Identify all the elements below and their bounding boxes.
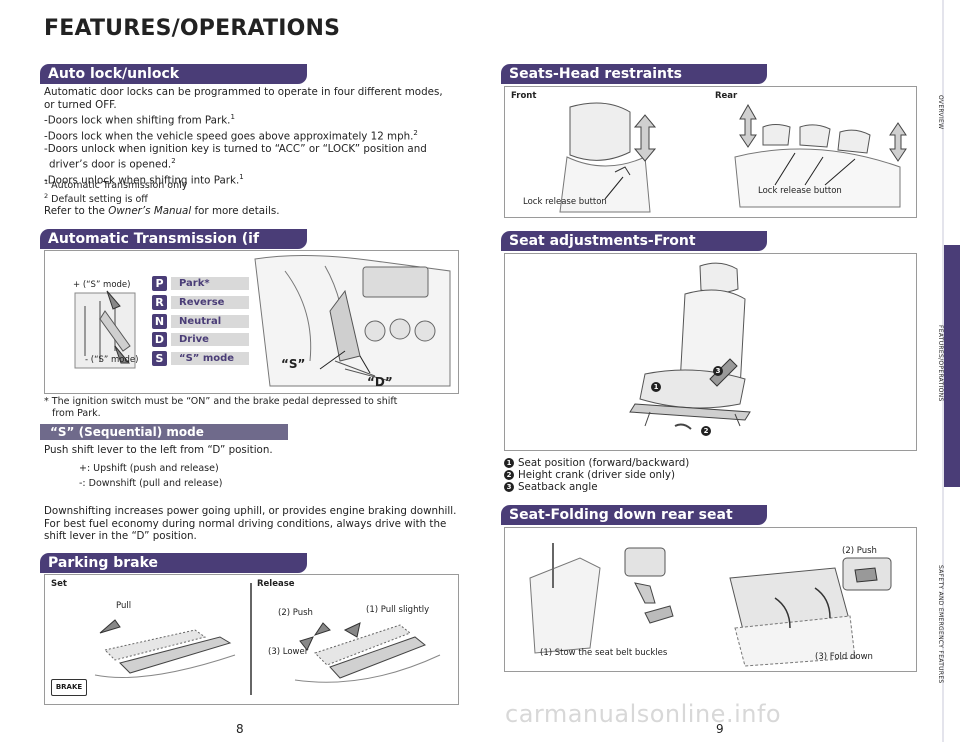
side-tab-features-label: FEATURES/OPERATIONS: [937, 325, 944, 402]
seat-fold-heading: Seat-Folding down rear seat: [501, 505, 767, 525]
side-tab-overview-label: OVERVIEW: [937, 95, 944, 130]
auto-lock-footnotes: 1 Automatic Transmission only 2 Default …: [44, 177, 454, 205]
head-restraints-figure: Front Rear Lock release button Lock rele…: [504, 86, 917, 218]
s-mode-intro: Push shift lever to the left from “D” po…: [44, 444, 273, 456]
gear-shift-illustration: [74, 254, 451, 387]
auto-lock-heading: Auto lock/unlock: [40, 64, 307, 84]
auto-lock-modes: -Doors lock when shifting from Park.1 -D…: [44, 111, 454, 187]
auto-lock-refer: Refer to the Owner’s Manual for more det…: [44, 205, 280, 217]
side-tab-safety[interactable]: [944, 496, 960, 742]
s-mode-upshift: +: Upshift (push and release): [79, 463, 219, 474]
fold-push-label: (2) Push: [842, 546, 877, 556]
head-restraint-illustration: [559, 102, 907, 213]
page-number-left: 8: [236, 722, 244, 736]
front-label: Front: [511, 91, 537, 101]
footnote-1: 1 Automatic Transmission only: [44, 178, 188, 192]
front-seat-illustration: [629, 262, 751, 430]
set-label: Set: [51, 579, 67, 589]
fold-down-label: (3) Fold down: [815, 652, 873, 662]
stow-buckles-label: (1) Stow the seat belt buckles: [540, 648, 668, 658]
auto-lock-intro: Automatic door locks can be programmed t…: [44, 86, 443, 111]
side-tab-divider: [942, 0, 944, 742]
parking-brake-illustration: [94, 583, 441, 695]
auto-trans-heading: Automatic Transmission (if equipped): [40, 229, 307, 267]
page-title: FEATURES/OPERATIONS: [44, 16, 341, 41]
ignition-note: * The ignition switch must be “ON” and t…: [44, 396, 398, 419]
plus-s-mode-label: + (“S” mode): [73, 280, 131, 290]
push-label: (2) Push: [278, 608, 313, 618]
seat-fold-figure: (1) Stow the seat belt buckles (2) Push …: [504, 527, 917, 672]
seat-adjust-figure: 1 2 3: [504, 253, 917, 451]
lower-label: (3) Lower: [268, 647, 309, 657]
release-label: Release: [257, 579, 295, 589]
auto-lock-mode: -Doors unlock when shifting into Park.1: [44, 173, 244, 187]
side-tab-features[interactable]: [944, 245, 960, 487]
auto-lock-mode: -Doors lock when shifting from Park.1: [44, 113, 235, 127]
page-number-right: 9: [716, 722, 724, 736]
callout-1: 1: [651, 382, 661, 392]
parking-brake-figure: Set Release Pull (2) Push (1) Pull sligh…: [44, 574, 459, 705]
s-mode-body: Downshifting increases power going uphil…: [44, 505, 457, 542]
footnote-2: 2 Default setting is off: [44, 192, 148, 206]
lock-release-rear-label: Lock release button: [758, 186, 842, 196]
auto-lock-mode: -Doors lock when the vehicle speed goes …: [44, 128, 418, 143]
parking-brake-heading: Parking brake: [40, 553, 307, 573]
brake-indicator-icon: BRAKE: [51, 679, 87, 696]
head-restraints-heading: Seats-Head restraints: [501, 64, 767, 84]
side-tab-safety-label: SAFETY AND EMERGENCY FEATURES: [937, 565, 944, 684]
callout-3: 3: [713, 366, 723, 376]
pull-label: Pull: [116, 601, 132, 611]
lock-release-front-label: Lock release button: [523, 197, 607, 207]
seat-adjust-heading: Seat adjustments-Front: [501, 231, 767, 251]
callout-d: “D”: [367, 375, 393, 389]
rear-seat-fold-illustration: [529, 543, 892, 667]
side-tab-overview[interactable]: [944, 0, 960, 236]
pull-slightly-label: (1) Pull slightly: [366, 605, 430, 615]
minus-s-mode-label: - (“S” mode): [85, 355, 139, 365]
s-mode-heading: “S” (Sequential) mode: [40, 424, 288, 440]
callout-2: 2: [701, 426, 711, 436]
watermark: carmanualsonline.info: [505, 700, 782, 728]
rear-label: Rear: [715, 91, 738, 101]
auto-lock-mode: -Doors unlock when ignition key is turne…: [44, 142, 427, 171]
callout-s: “S”: [281, 357, 306, 371]
s-mode-downshift: -: Downshift (pull and release): [79, 478, 223, 489]
